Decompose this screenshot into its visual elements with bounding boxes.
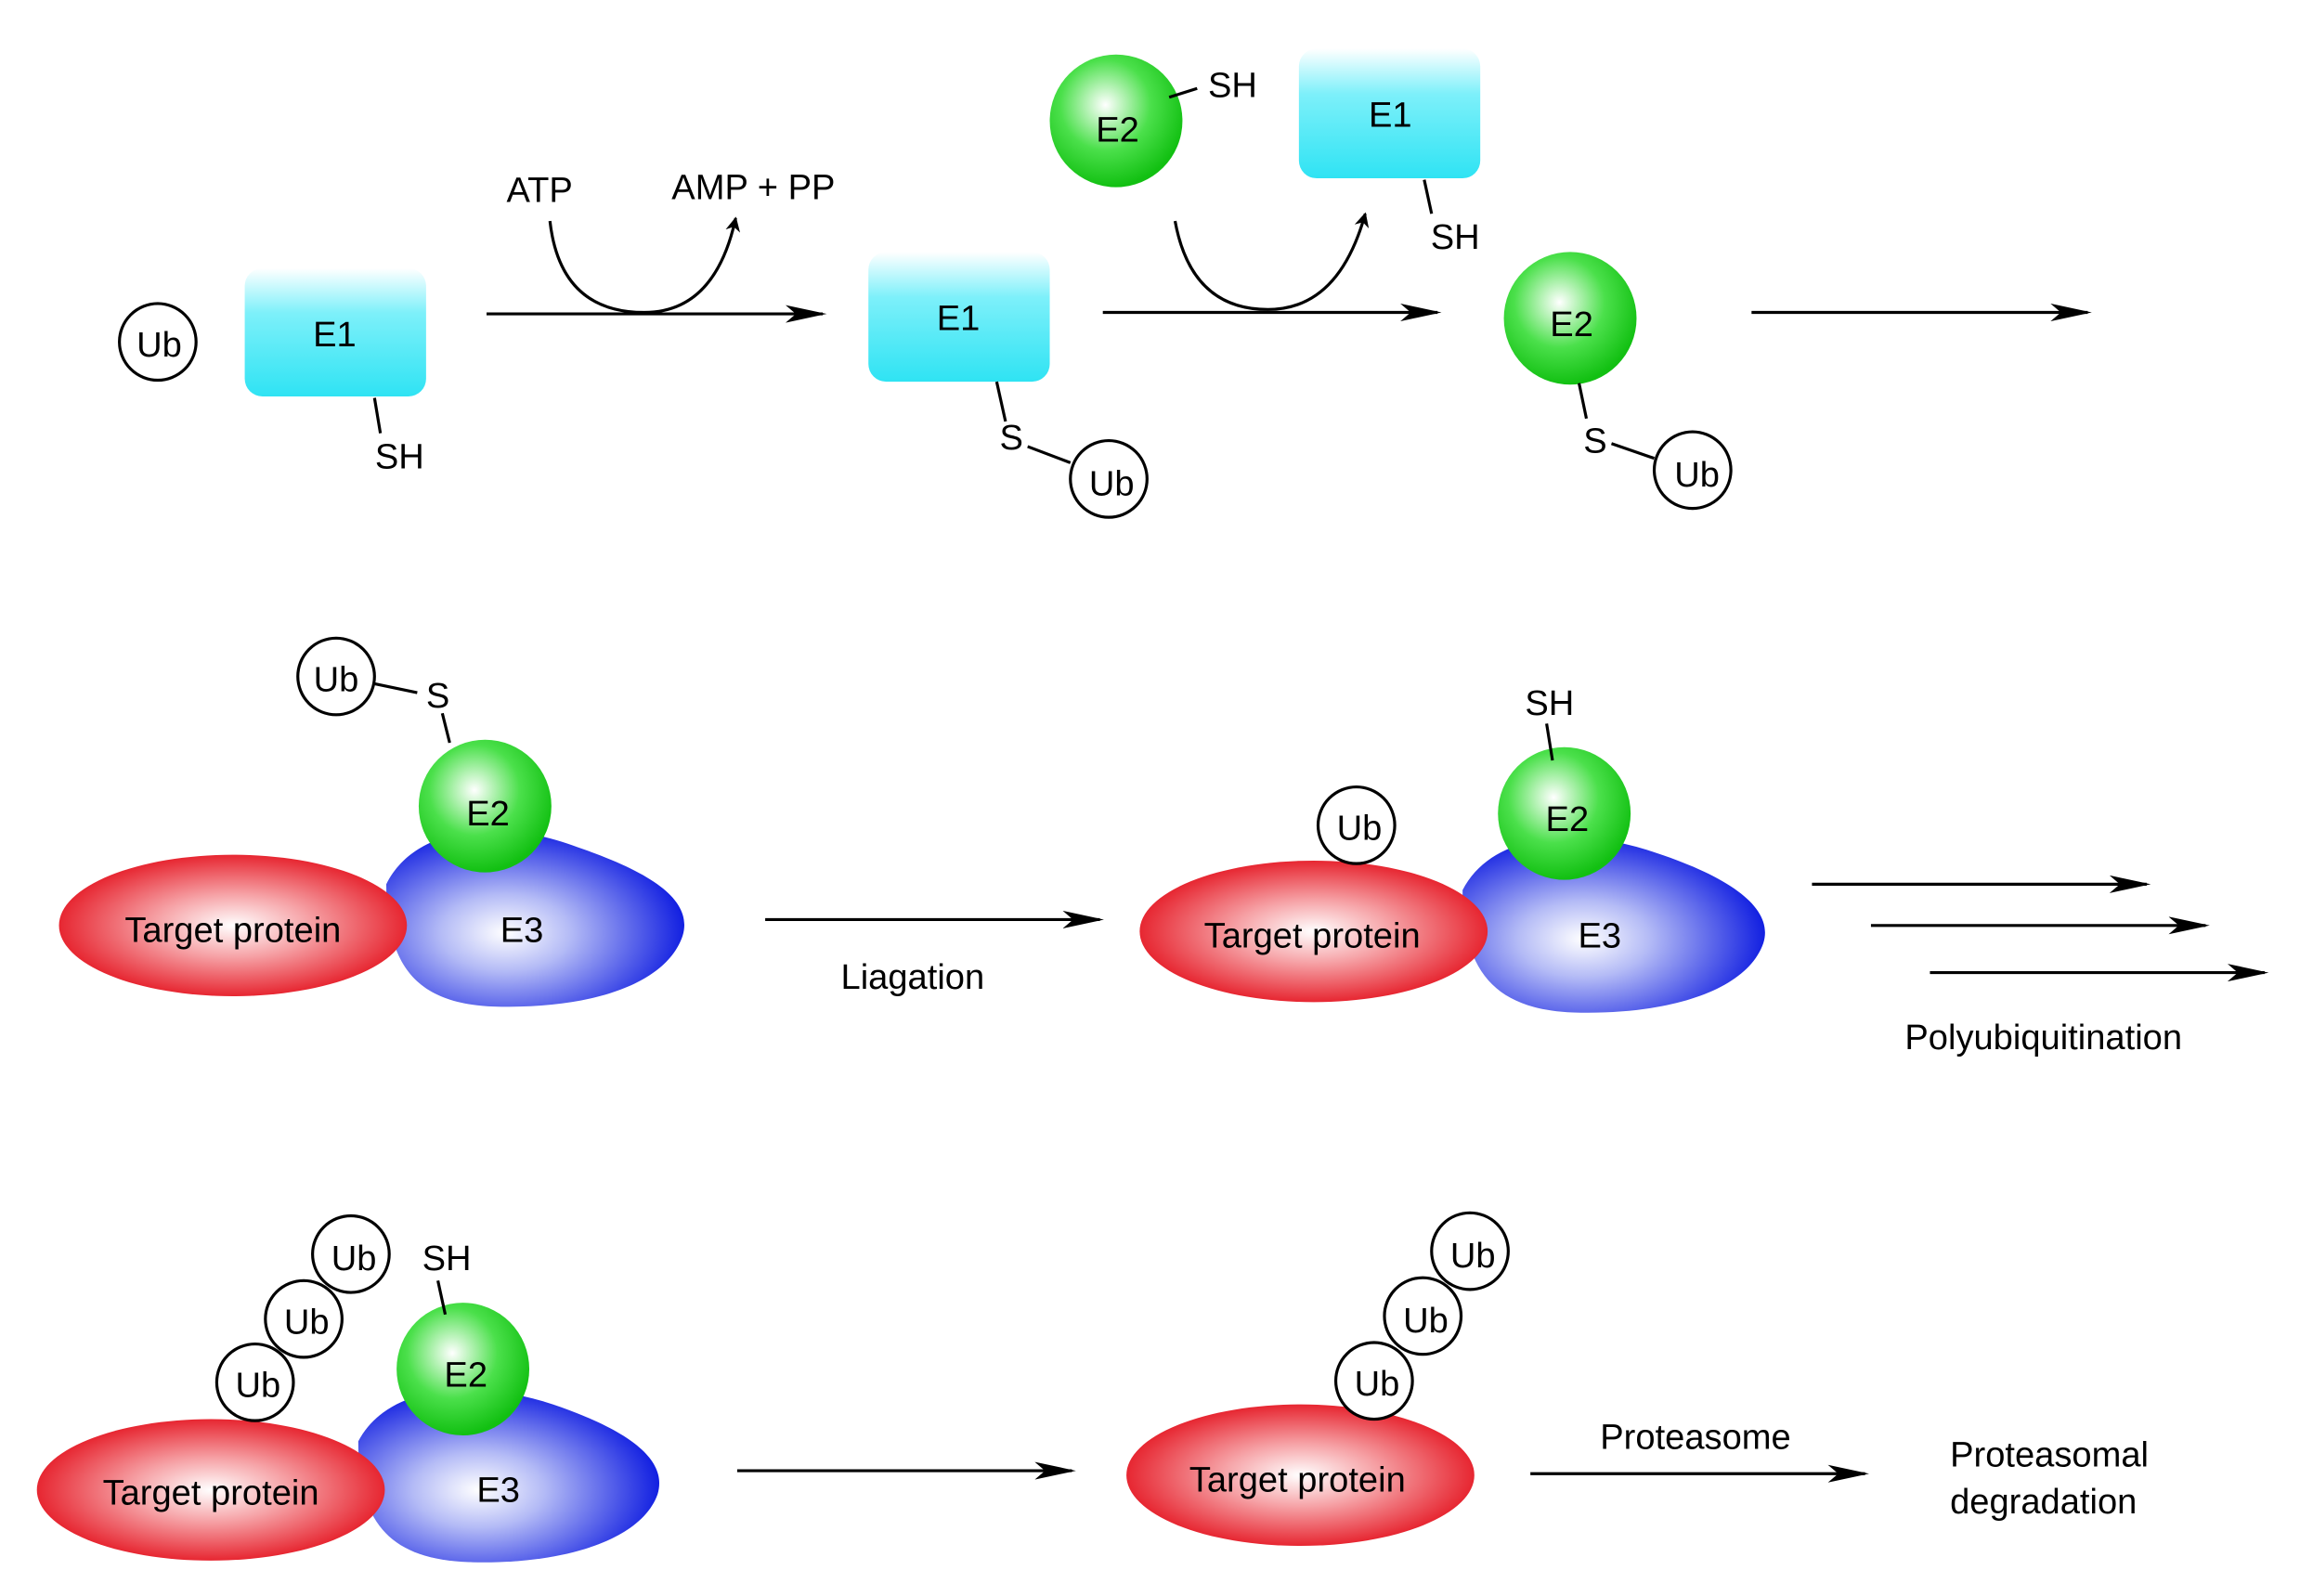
ub-label: Ub bbox=[1450, 1237, 1496, 1276]
e2-on-complex-1 bbox=[418, 739, 552, 873]
atp-curve-arrow bbox=[548, 216, 741, 315]
ub-label: Ub bbox=[1674, 456, 1720, 495]
e2-label: E2 bbox=[444, 1356, 487, 1395]
e2-label: E2 bbox=[1096, 110, 1139, 149]
e1-released bbox=[1298, 48, 1481, 179]
polyubiquitin-4a bbox=[1333, 1341, 1414, 1421]
s-label: S bbox=[1583, 422, 1606, 461]
degradation-label-line2: degradation bbox=[1950, 1483, 2137, 1522]
e3-ligase-3 bbox=[357, 1389, 659, 1563]
sh-label: SH bbox=[422, 1239, 472, 1278]
e3-label: E3 bbox=[476, 1471, 520, 1510]
e3-ligase-1 bbox=[386, 830, 684, 1007]
e1-label: E1 bbox=[1369, 97, 1412, 136]
sh-label: SH bbox=[1525, 684, 1574, 723]
target-protein-1 bbox=[58, 854, 408, 996]
target-protein-3 bbox=[36, 1419, 385, 1561]
ub-label: Ub bbox=[331, 1239, 377, 1278]
ub-label: Ub bbox=[284, 1303, 330, 1342]
sh-label: SH bbox=[375, 438, 424, 477]
polyubiquitination-label: Polyubiquitination bbox=[1904, 1019, 2182, 1058]
target-protein-label: Target protein bbox=[124, 911, 341, 950]
sh-label: SH bbox=[1431, 218, 1480, 257]
e3-label: E3 bbox=[1578, 917, 1621, 956]
ub-label: Ub bbox=[1337, 810, 1383, 849]
ub-label: Ub bbox=[136, 326, 182, 365]
ligation-label: Liagation bbox=[841, 958, 985, 997]
e2-thioester bbox=[1503, 252, 1637, 385]
ub-label: Ub bbox=[1355, 1365, 1400, 1404]
s-label: S bbox=[426, 677, 449, 716]
polyubiquitin-4b bbox=[1383, 1276, 1463, 1356]
ub-label: Ub bbox=[236, 1367, 281, 1406]
degradation-label-line1: Proteasomal bbox=[1950, 1435, 2149, 1474]
e2-on-complex-3 bbox=[396, 1303, 530, 1435]
e2-label: E2 bbox=[466, 795, 510, 834]
ubiquitin-on-target-2 bbox=[1316, 785, 1397, 865]
ub-label: Ub bbox=[314, 660, 359, 699]
e2-on-complex-2 bbox=[1498, 746, 1631, 880]
ubiquitin-on-e1 bbox=[1069, 439, 1149, 519]
e1-label: E1 bbox=[937, 300, 981, 339]
transfer-curve-arrow bbox=[1173, 212, 1370, 311]
e1-label: E1 bbox=[313, 316, 357, 355]
proteasome-label: Proteasome bbox=[1600, 1418, 1790, 1457]
s-label: S bbox=[1000, 419, 1023, 458]
e1-thioester bbox=[868, 252, 1050, 383]
amp-pp-label: AMP + PP bbox=[671, 168, 835, 207]
target-protein-label: Target protein bbox=[103, 1474, 319, 1513]
target-protein-label: Target protein bbox=[1189, 1460, 1406, 1499]
polyubiquitin-3b bbox=[264, 1278, 344, 1359]
ub-label: Ub bbox=[1089, 464, 1135, 503]
ubiquitin-free bbox=[118, 302, 198, 383]
atp-label: ATP bbox=[507, 171, 573, 210]
polyubiquitin-3a bbox=[214, 1342, 295, 1422]
target-protein-4 bbox=[1126, 1404, 1475, 1547]
polyubiquitin-3c bbox=[311, 1213, 391, 1294]
e2-label: E2 bbox=[1546, 800, 1590, 839]
e3-ligase-2 bbox=[1462, 837, 1765, 1013]
ub-label: Ub bbox=[1403, 1302, 1449, 1341]
target-protein-label: Target protein bbox=[1204, 917, 1421, 956]
e2-free bbox=[1049, 54, 1183, 188]
e1-enzyme bbox=[244, 267, 426, 396]
e2-label: E2 bbox=[1550, 305, 1593, 344]
ubiquitin-on-complex-1 bbox=[296, 636, 376, 717]
polyubiquitin-4c bbox=[1430, 1211, 1510, 1291]
e3-label: E3 bbox=[500, 911, 544, 950]
sh-label: SH bbox=[1208, 67, 1257, 106]
ubiquitin-on-e2 bbox=[1652, 430, 1733, 511]
target-protein-2 bbox=[1139, 860, 1488, 1003]
